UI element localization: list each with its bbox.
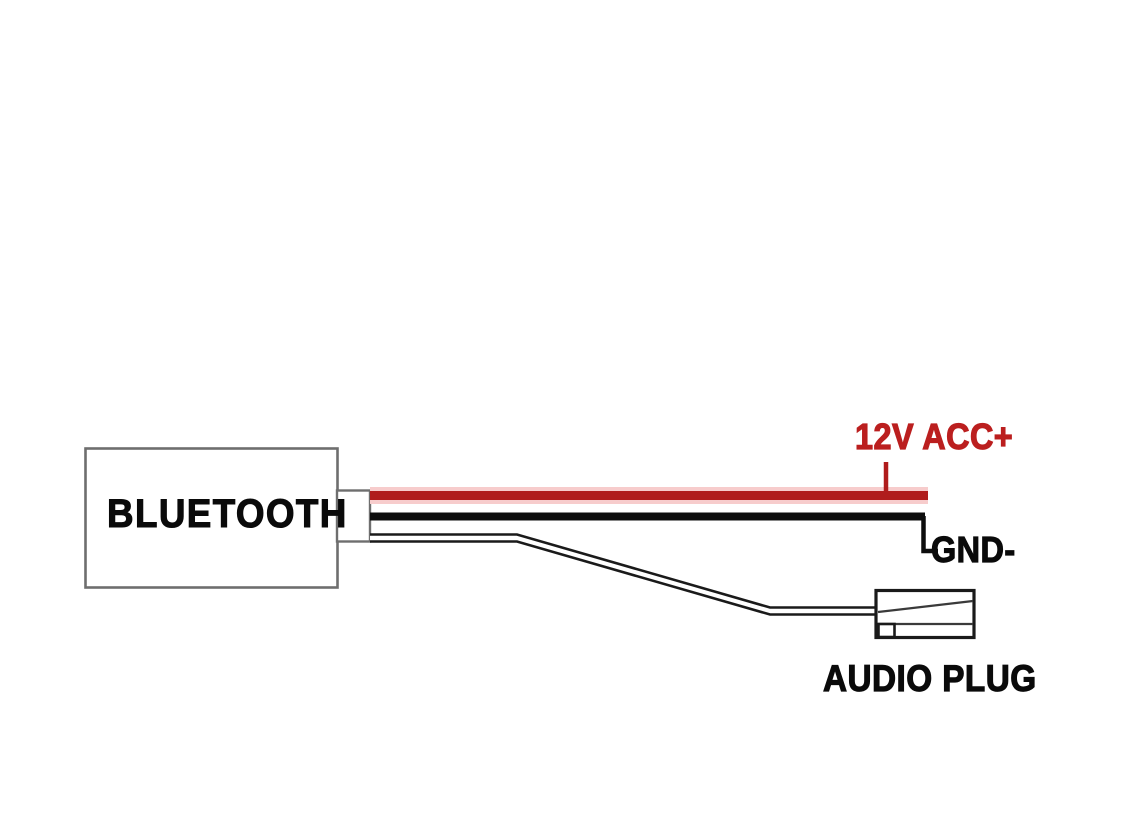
audio-plug-collar-notch: [877, 622, 896, 639]
ground-wire-label: GND-: [930, 529, 1016, 570]
power-wire-label: 12V ACC+: [854, 416, 1014, 457]
power-wire-group: [370, 487, 928, 504]
bluetooth-module-group: [84, 447, 372, 589]
audio-plug-body: [874, 588, 976, 640]
audio-cable-group: [370, 533, 878, 616]
ground-leader-line: [921, 516, 938, 554]
audio-cable-outline-bottom: [370, 540, 878, 616]
bluetooth-module-body: [84, 447, 339, 589]
audio-cable-core-fill: [370, 534, 878, 615]
bluetooth-module-label: BLUETOOTH: [106, 492, 348, 536]
module-connector-tab: [335, 489, 372, 543]
audio-cable-outline-top: [370, 533, 878, 609]
audio-plug-bevel-line: [877, 599, 974, 614]
audio-plug-group: [874, 588, 976, 640]
audio-plug-label: AUDIO PLUG: [822, 658, 1037, 699]
